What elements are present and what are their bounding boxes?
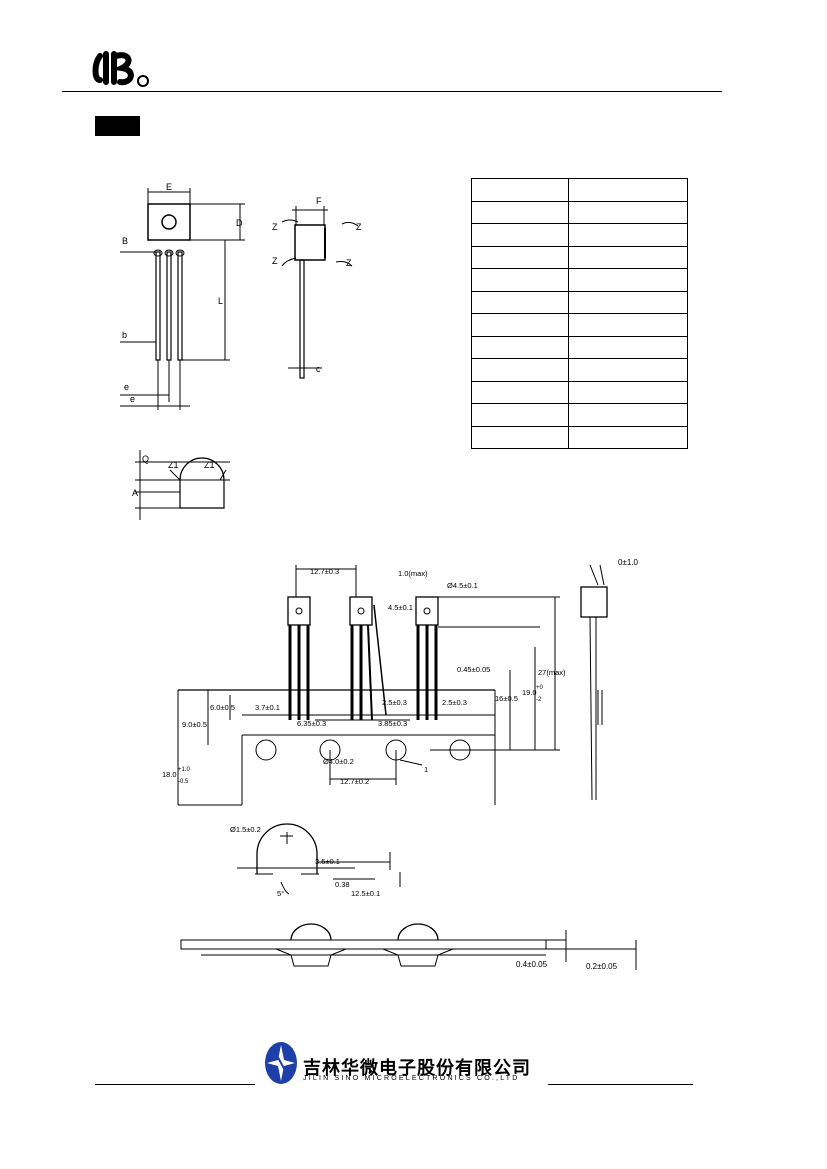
tape-pitch-bottom: 12.7±0.2	[340, 777, 369, 786]
table-row	[471, 313, 688, 337]
profile-w125: 12.5±0.1	[351, 889, 380, 898]
package-outline-drawing: E D B L b e e F Z Z Z Z c Q A Z1 Z1	[120, 182, 362, 520]
tape-thickness-drawing: 0.4±0.05 0.2±0.05	[180, 923, 637, 971]
table-row	[471, 178, 688, 202]
footer-logo	[265, 1042, 297, 1084]
section-tab	[95, 116, 140, 136]
table-cell	[568, 403, 688, 427]
label-z1-left: Z1	[168, 460, 179, 470]
table-cell	[471, 380, 569, 404]
tape-p385: 3.85±0.3	[378, 719, 407, 728]
label-b-lower: b	[122, 330, 127, 340]
table-cell	[568, 358, 688, 382]
table-cell	[471, 290, 569, 314]
table-row	[471, 268, 688, 292]
tape-one: 1	[424, 765, 428, 774]
company-name-en: JILIN SINO MICROELECTRONICS CO.,LTD	[303, 1075, 520, 1082]
table-row	[471, 425, 688, 449]
label-z1-right: Z1	[204, 460, 215, 470]
thickness-t04: 0.4±0.05	[516, 960, 548, 969]
table-row	[471, 358, 688, 382]
table-cell	[471, 178, 569, 202]
footer-rule-right	[548, 1084, 693, 1085]
tape-h9: 9.0±0.5	[182, 720, 207, 729]
table-cell	[568, 425, 688, 449]
company-logo	[92, 51, 149, 87]
label-a: A	[132, 488, 138, 498]
table-cell	[471, 403, 569, 427]
tape-lead-max: 1.0(max)	[398, 569, 428, 578]
tape-h6: 6.0±0.5	[210, 703, 235, 712]
header-rule	[62, 91, 722, 92]
table-cell	[471, 358, 569, 382]
label-b-upper: B	[122, 236, 128, 246]
table-row	[471, 200, 688, 224]
table-row	[471, 335, 688, 359]
tape-h19: 19.0	[522, 688, 537, 697]
tape-pitch-top: 12.7±0.3	[310, 567, 339, 576]
footer-rule-left	[95, 1084, 255, 1085]
label-q: Q	[142, 454, 149, 464]
label-z-tr: Z	[356, 222, 362, 232]
table-row	[471, 380, 688, 404]
tape-packaging-drawing: 12.7±0.3 1.0(max) Ø4.5±0.1 4.5±0.1 0.45±…	[162, 558, 639, 806]
table-cell	[471, 223, 569, 247]
tape-body-h: 4.5±0.1	[388, 603, 413, 612]
table-cell	[568, 335, 688, 359]
table-cell	[471, 245, 569, 269]
tape-h18: 18.0	[162, 770, 177, 779]
label-l-length: L	[218, 296, 223, 306]
dimension-table	[471, 178, 688, 449]
label-z-tl: Z	[272, 222, 278, 232]
tape-hole: Ø4.0±0.2	[323, 757, 354, 766]
sino-logo-icon	[265, 1042, 297, 1084]
table-cell	[471, 313, 569, 337]
tape-spread-a: 2.5±0.3	[382, 698, 407, 707]
table-row	[471, 403, 688, 427]
tape-side-tol: 0±1.0	[618, 558, 639, 567]
label-z-br: Z	[346, 258, 352, 268]
table-cell	[471, 425, 569, 449]
tape-h18-tol-top: +1.0	[178, 767, 191, 773]
tape-spread-b: 2.5±0.3	[442, 698, 467, 707]
profile-w038: 0.38	[335, 880, 350, 889]
label-e-pitch: e	[124, 382, 129, 392]
company-name-cn: 吉林华微电子股份有限公司	[303, 1058, 531, 1079]
table-cell	[568, 245, 688, 269]
label-z-bl: Z	[272, 256, 278, 266]
table-cell	[568, 313, 688, 337]
profile-angle: 5°	[277, 889, 284, 898]
label-d-height: D	[236, 218, 243, 228]
table-row	[471, 223, 688, 247]
tape-hole-top: Ø4.5±0.1	[447, 581, 478, 590]
tape-w37: 3.7±0.1	[255, 703, 280, 712]
table-cell	[568, 380, 688, 404]
label-f: F	[316, 196, 322, 206]
label-e-span: e	[130, 394, 135, 404]
tape-overall: 27(max)	[538, 668, 566, 677]
logo-icon	[92, 51, 149, 87]
table-cell	[568, 223, 688, 247]
profile-h35: 3.5±0.1	[315, 857, 340, 866]
label-e-width: E	[166, 182, 172, 192]
table-cell	[471, 200, 569, 224]
tape-h19-tol-top: +0	[536, 685, 544, 691]
table-row	[471, 245, 688, 269]
tape-p635: 6.35±0.3	[297, 719, 326, 728]
table-cell	[568, 268, 688, 292]
tape-h19-tol-bot: -2	[536, 697, 542, 703]
tape-h16: 16±0.5	[495, 694, 518, 703]
label-c: c	[316, 364, 321, 374]
profile-d15: Ø1.5±0.2	[230, 825, 261, 834]
tape-h18-tol-bot: -0.5	[178, 779, 189, 785]
table-row	[471, 290, 688, 314]
thickness-t02: 0.2±0.05	[586, 962, 618, 971]
table-cell	[568, 178, 688, 202]
table-cell	[568, 290, 688, 314]
table-cell	[471, 335, 569, 359]
tape-lead-w: 0.45±0.05	[457, 665, 490, 674]
body-profile-drawing: Ø1.5±0.2 3.5±0.1 0.38 12.5±0.1 5°	[230, 823, 401, 898]
table-cell	[568, 200, 688, 224]
table-cell	[471, 268, 569, 292]
